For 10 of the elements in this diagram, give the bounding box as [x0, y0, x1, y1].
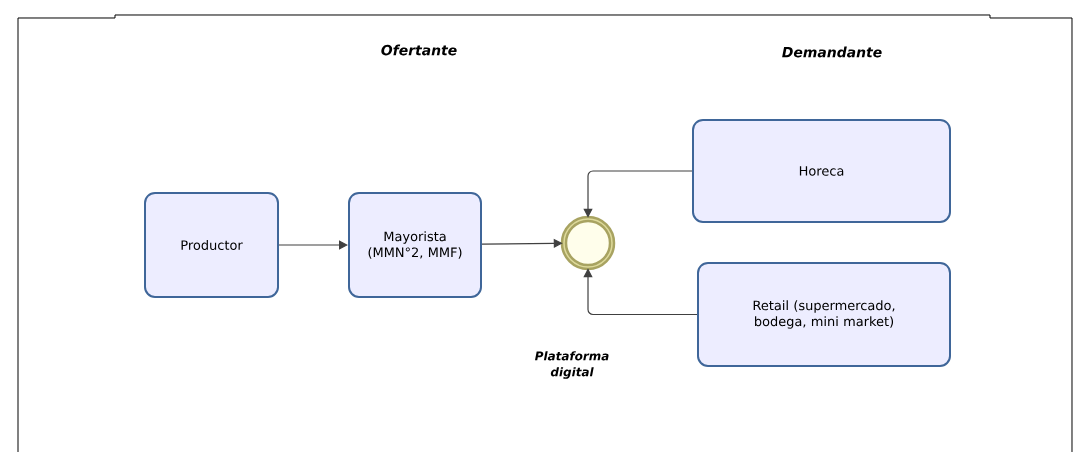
process-box: Retail (supermercado, bodega, mini market) [697, 262, 951, 367]
arrow [278, 240, 348, 250]
process-box: Horeca [692, 119, 951, 223]
event-circle [560, 215, 616, 271]
arrow [583, 268, 698, 316]
platform-caption: Plataforma digital [535, 351, 609, 379]
column-heading: Demandante [782, 46, 882, 58]
process-box: Productor [144, 192, 279, 298]
column-heading: Ofertante [381, 44, 457, 56]
process-box: Mayorista (MMN°2, MMF) [348, 192, 482, 298]
